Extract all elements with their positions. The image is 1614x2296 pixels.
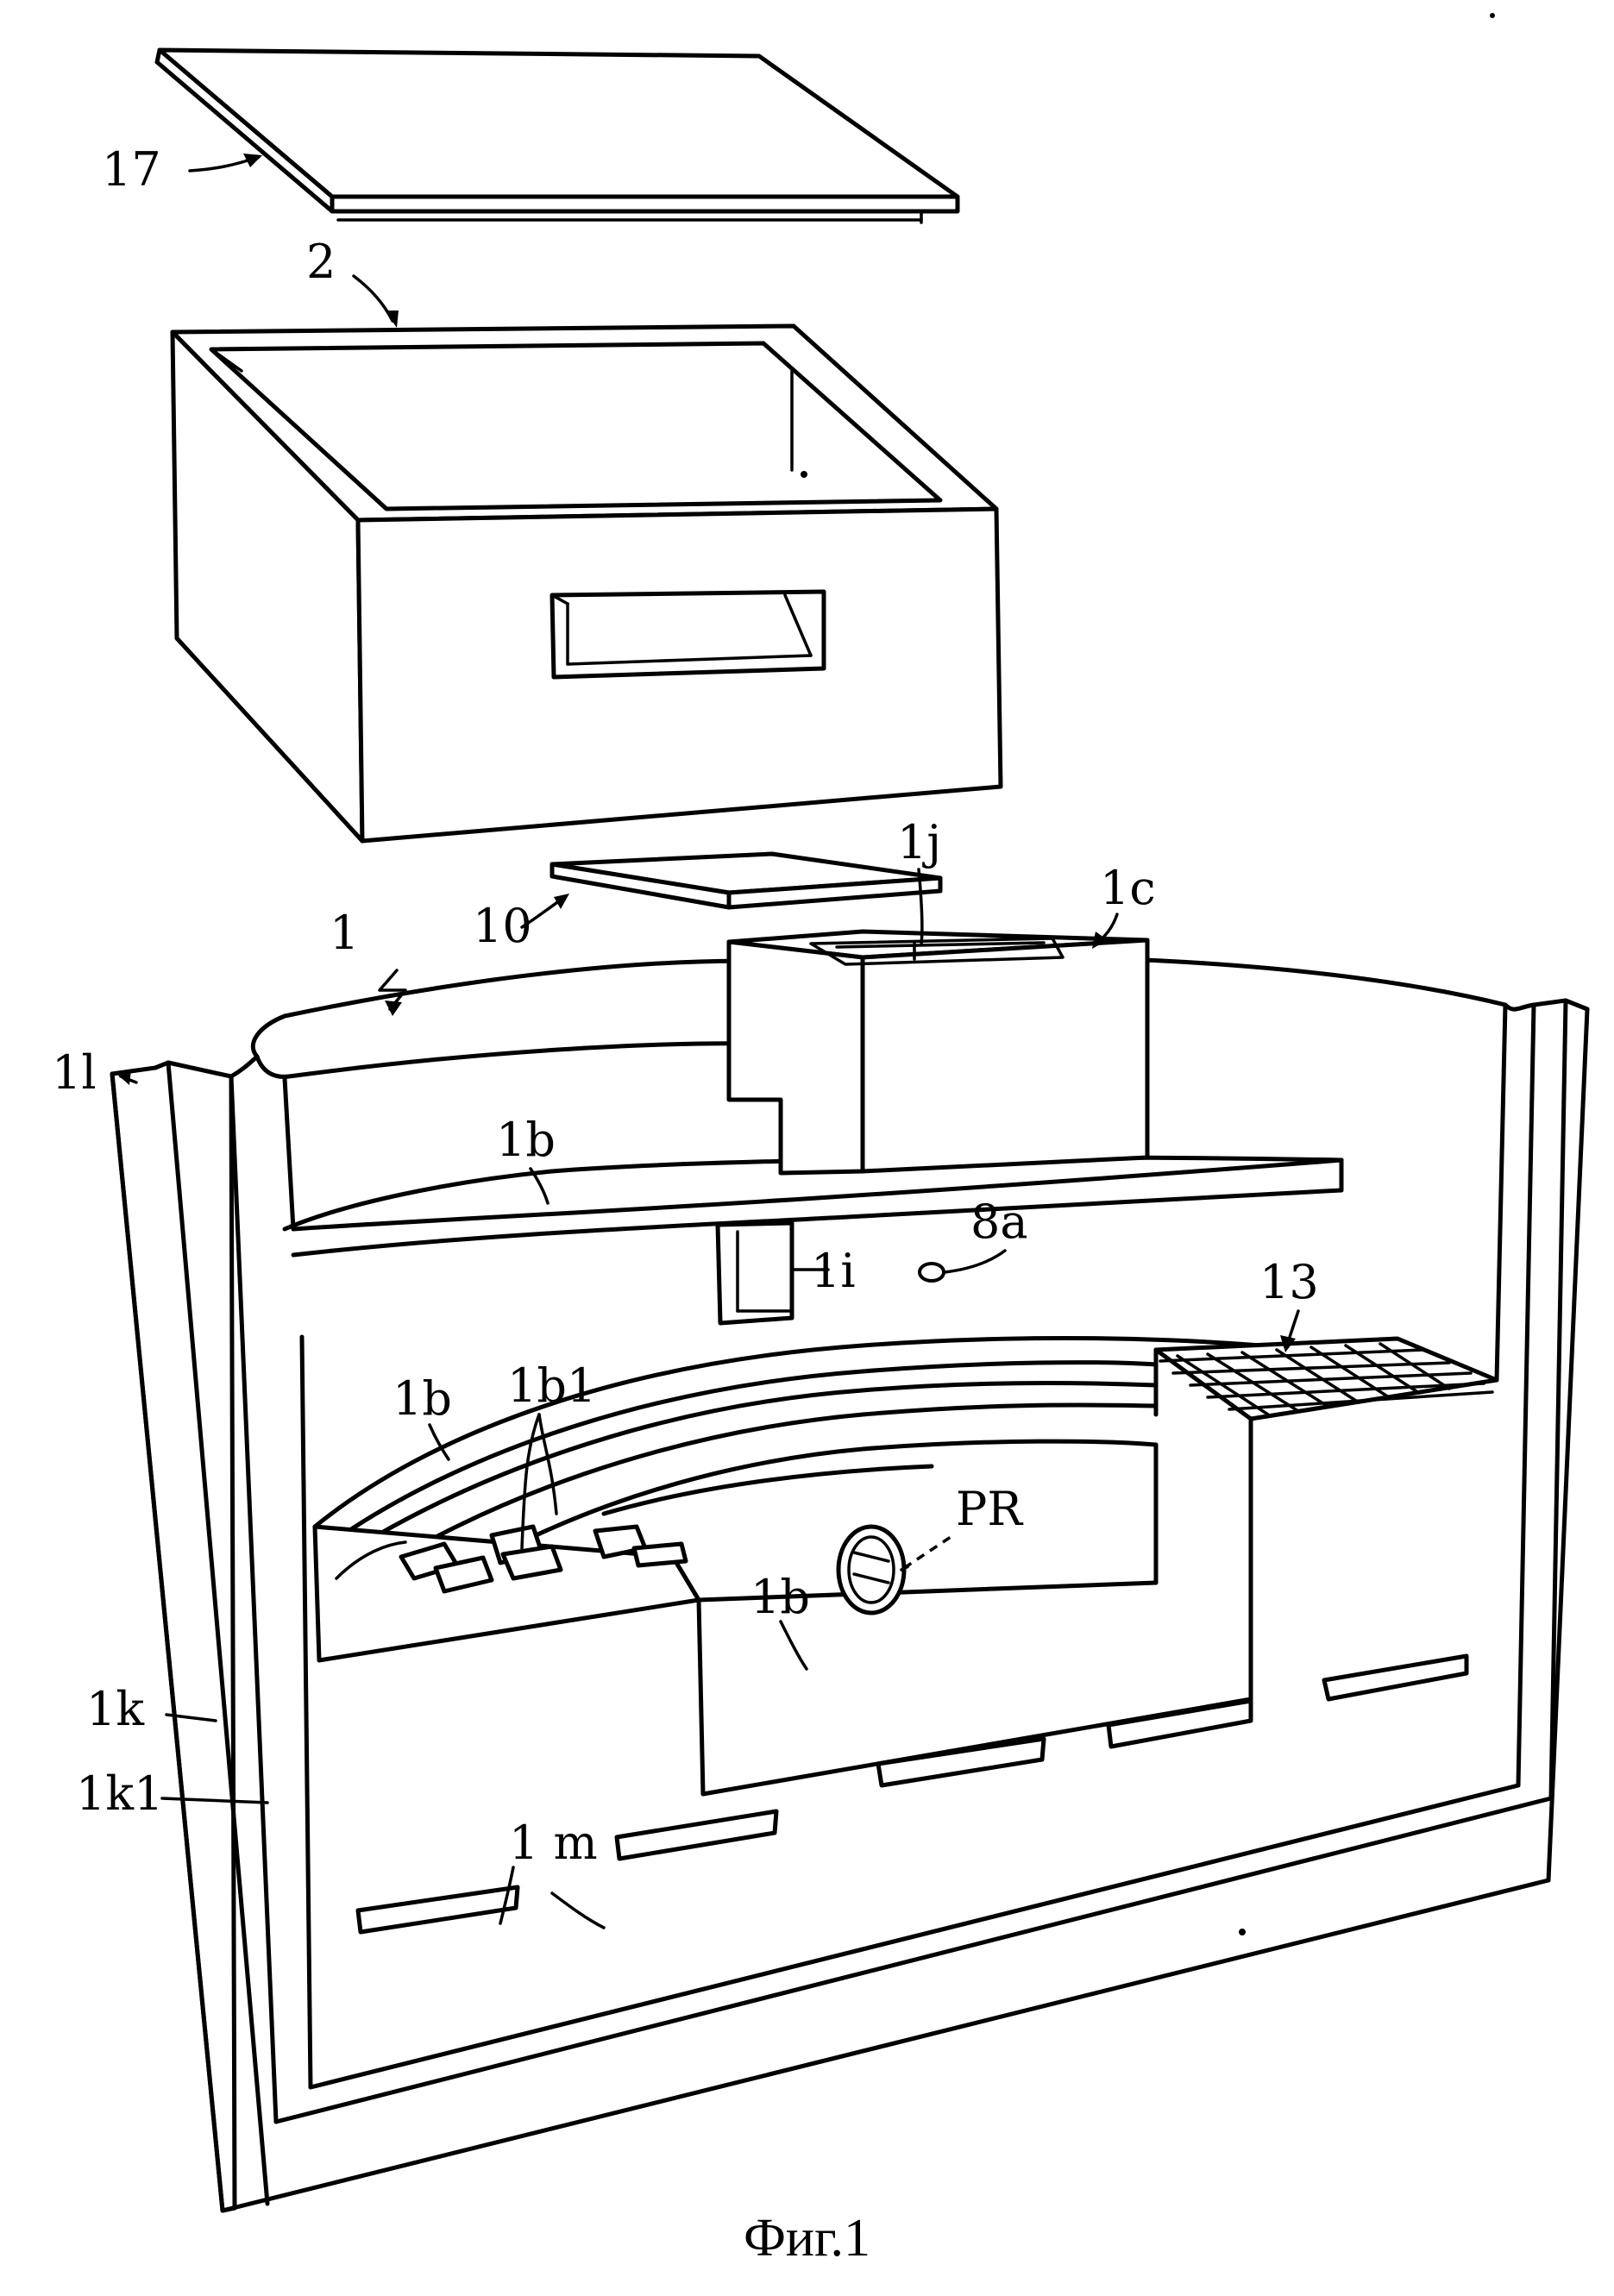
- leader-2-arrow: [354, 276, 399, 328]
- label-1k: 1k: [86, 1682, 145, 1736]
- label-10: 10: [473, 899, 532, 953]
- slots-1m: [358, 1656, 1466, 1932]
- label-1j: 1j: [897, 815, 941, 869]
- label-1b-lower: 1b: [750, 1570, 810, 1624]
- label-1b-upper: 1b: [496, 1113, 556, 1167]
- label-1: 1: [330, 906, 359, 960]
- pr-circle: [838, 1527, 953, 1613]
- label-13: 13: [1259, 1255, 1319, 1309]
- figure-caption: Фиг.1: [0, 2208, 1614, 2269]
- top-lid: [157, 50, 958, 223]
- label-1c: 1c: [1100, 861, 1156, 915]
- label-1b-left: 1b: [393, 1371, 452, 1426]
- grid-13: [1156, 1339, 1497, 1553]
- small-lid: [552, 854, 940, 907]
- label-1m: 1 m: [509, 1816, 598, 1870]
- label-1k1: 1k1: [76, 1766, 163, 1821]
- label-1l: 1l: [52, 1045, 97, 1100]
- label-1i: 1i: [811, 1244, 856, 1298]
- upper-box: [173, 326, 1001, 841]
- label-1b1: 1b1: [507, 1358, 596, 1413]
- label-PR: PR: [956, 1482, 1023, 1536]
- label-17: 17: [102, 142, 161, 197]
- label-2: 2: [306, 235, 336, 289]
- marker-8a: [920, 1251, 1005, 1281]
- label-8a: 8a: [970, 1195, 1028, 1249]
- raised-block-1c: [729, 932, 1147, 1173]
- leader-17-arrow: [190, 154, 262, 171]
- window-1i: [718, 1223, 792, 1323]
